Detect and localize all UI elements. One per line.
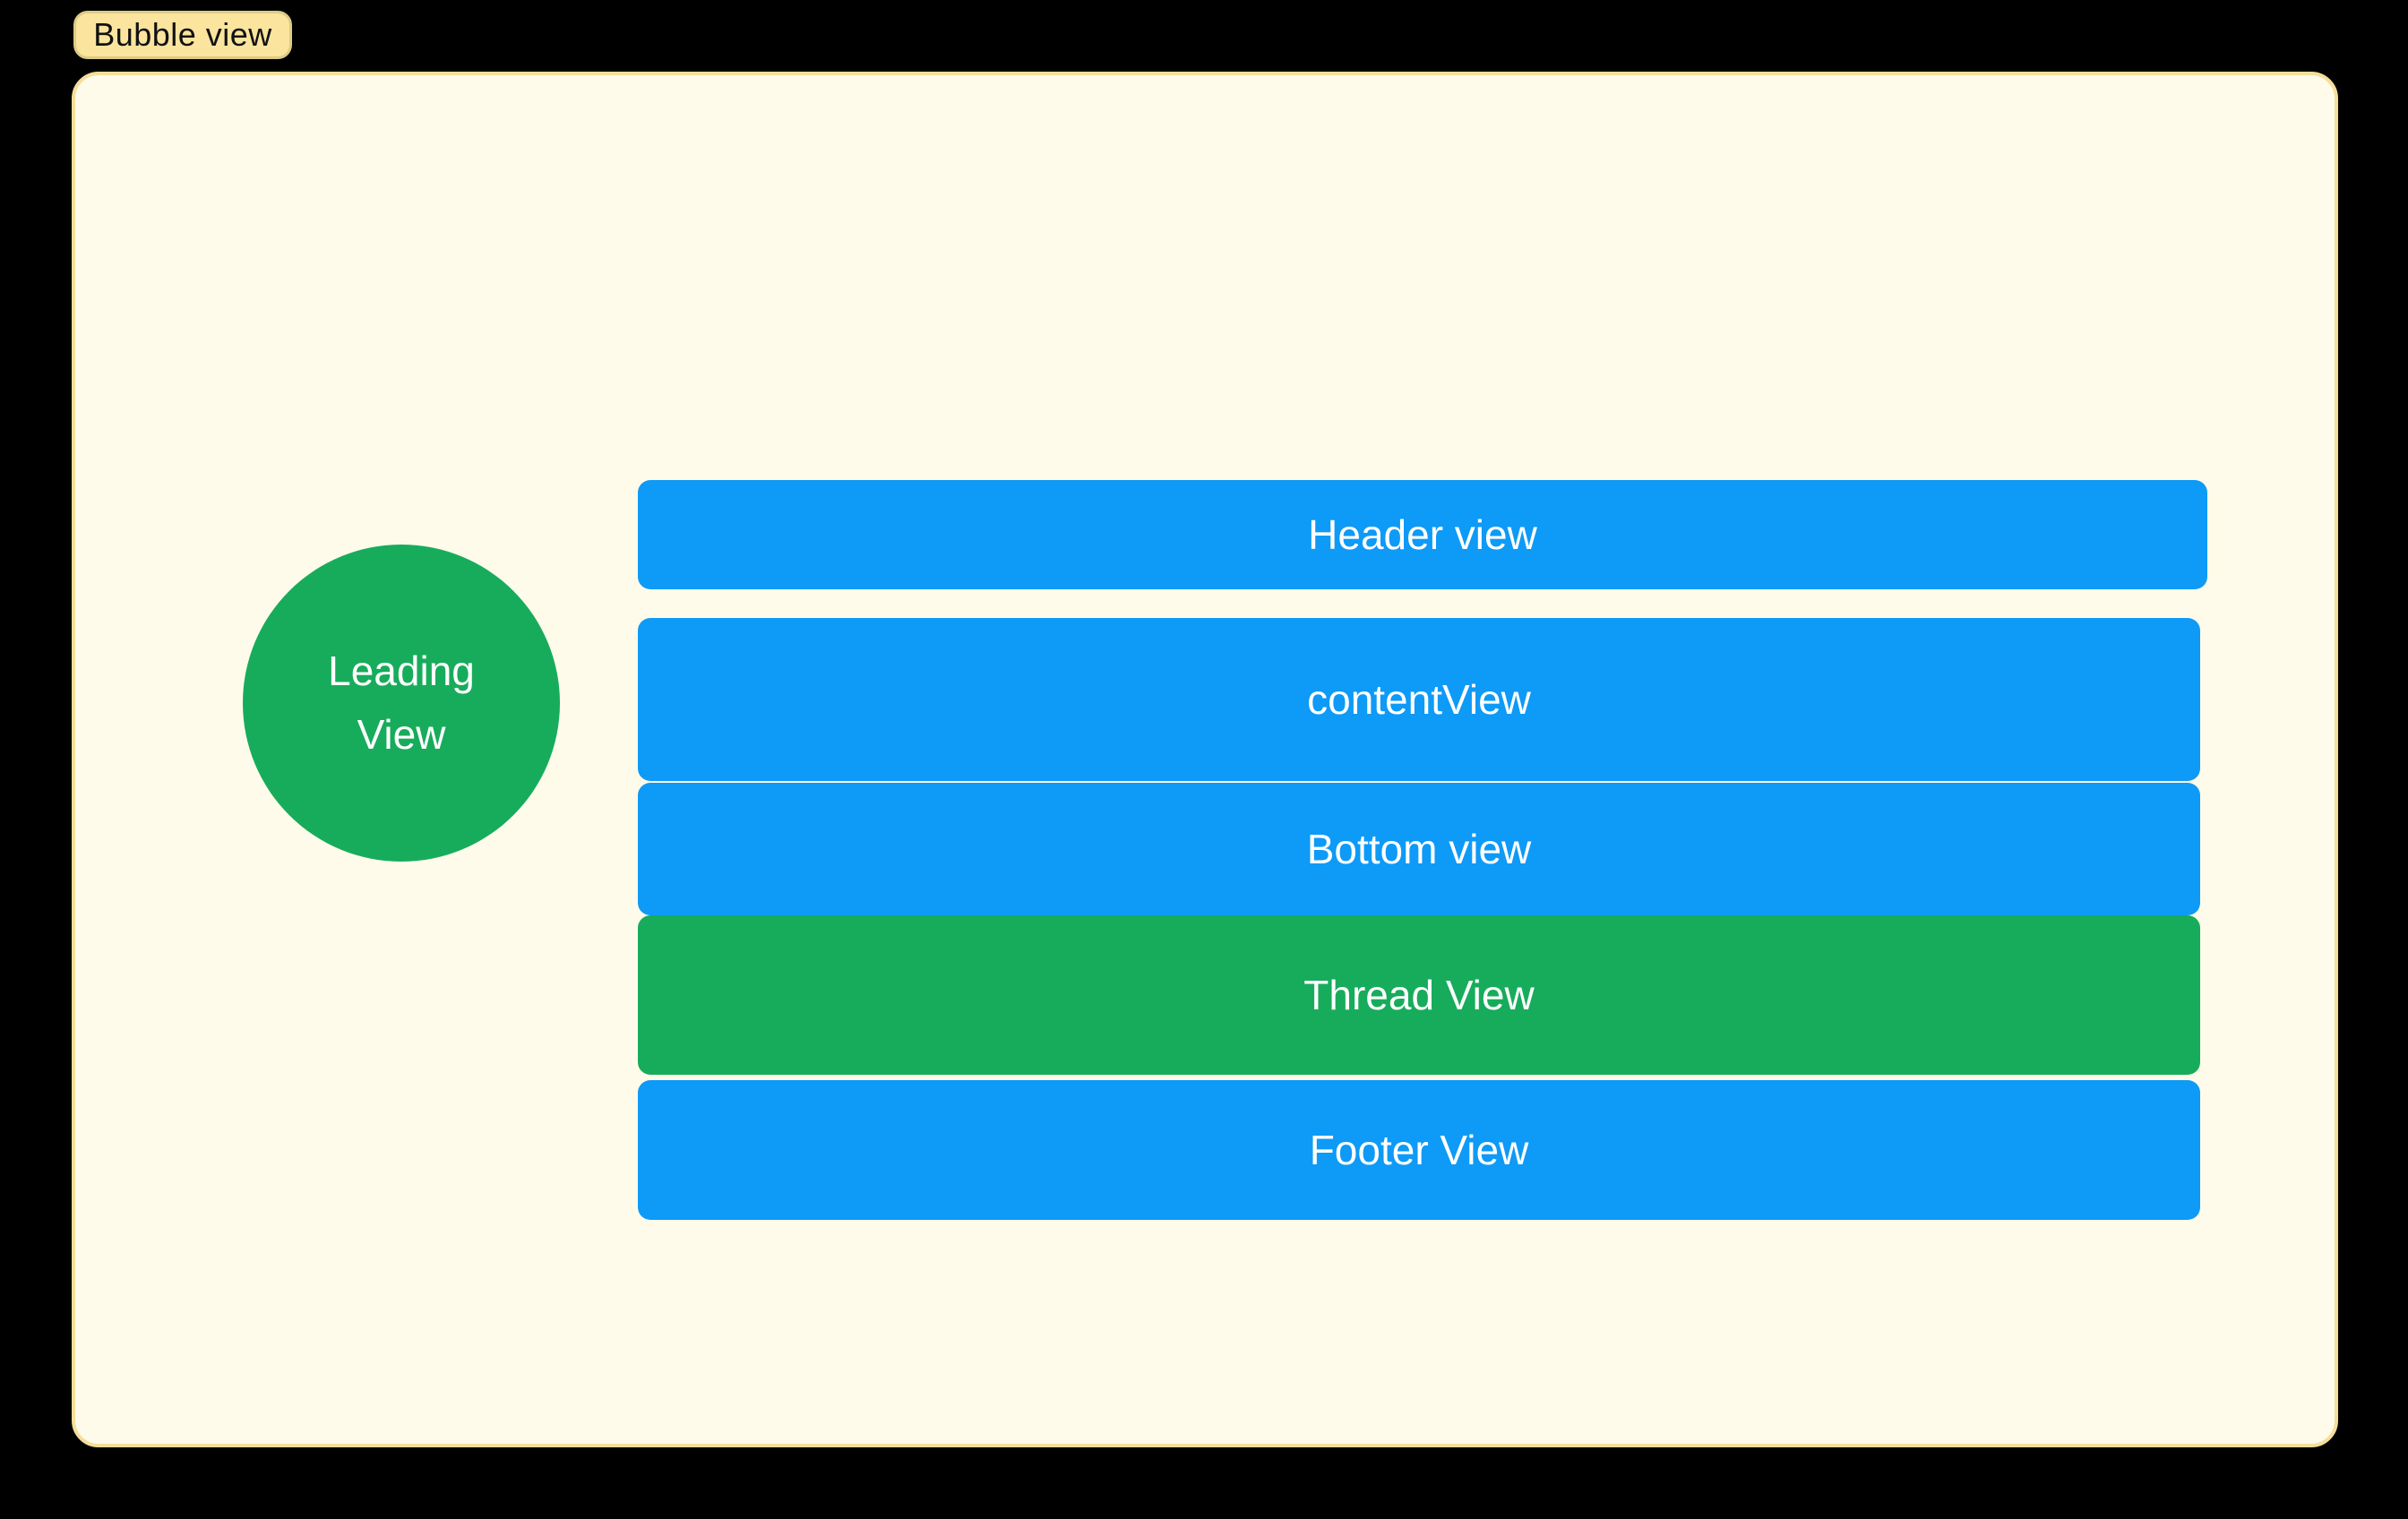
thread-view-label: Thread View — [1303, 972, 1535, 1018]
bubble-view-badge-label: Bubble view — [93, 16, 272, 53]
leading-view-label-line1: Leading — [328, 648, 475, 694]
header-view: Header view — [638, 480, 2207, 589]
footer-view: Footer View — [638, 1080, 2200, 1220]
bottom-view: Bottom view — [638, 783, 2200, 915]
content-view-label: contentView — [1307, 676, 1531, 723]
header-view-label: Header view — [1308, 511, 1537, 558]
thread-view: Thread View — [638, 915, 2200, 1075]
content-view: contentView — [638, 618, 2200, 781]
footer-view-label: Footer View — [1309, 1127, 1529, 1173]
bottom-view-label: Bottom view — [1306, 826, 1532, 872]
leading-view-label-line2: View — [357, 711, 446, 758]
bubble-view-badge: Bubble view — [73, 11, 292, 59]
leading-view: Leading View — [243, 545, 560, 862]
